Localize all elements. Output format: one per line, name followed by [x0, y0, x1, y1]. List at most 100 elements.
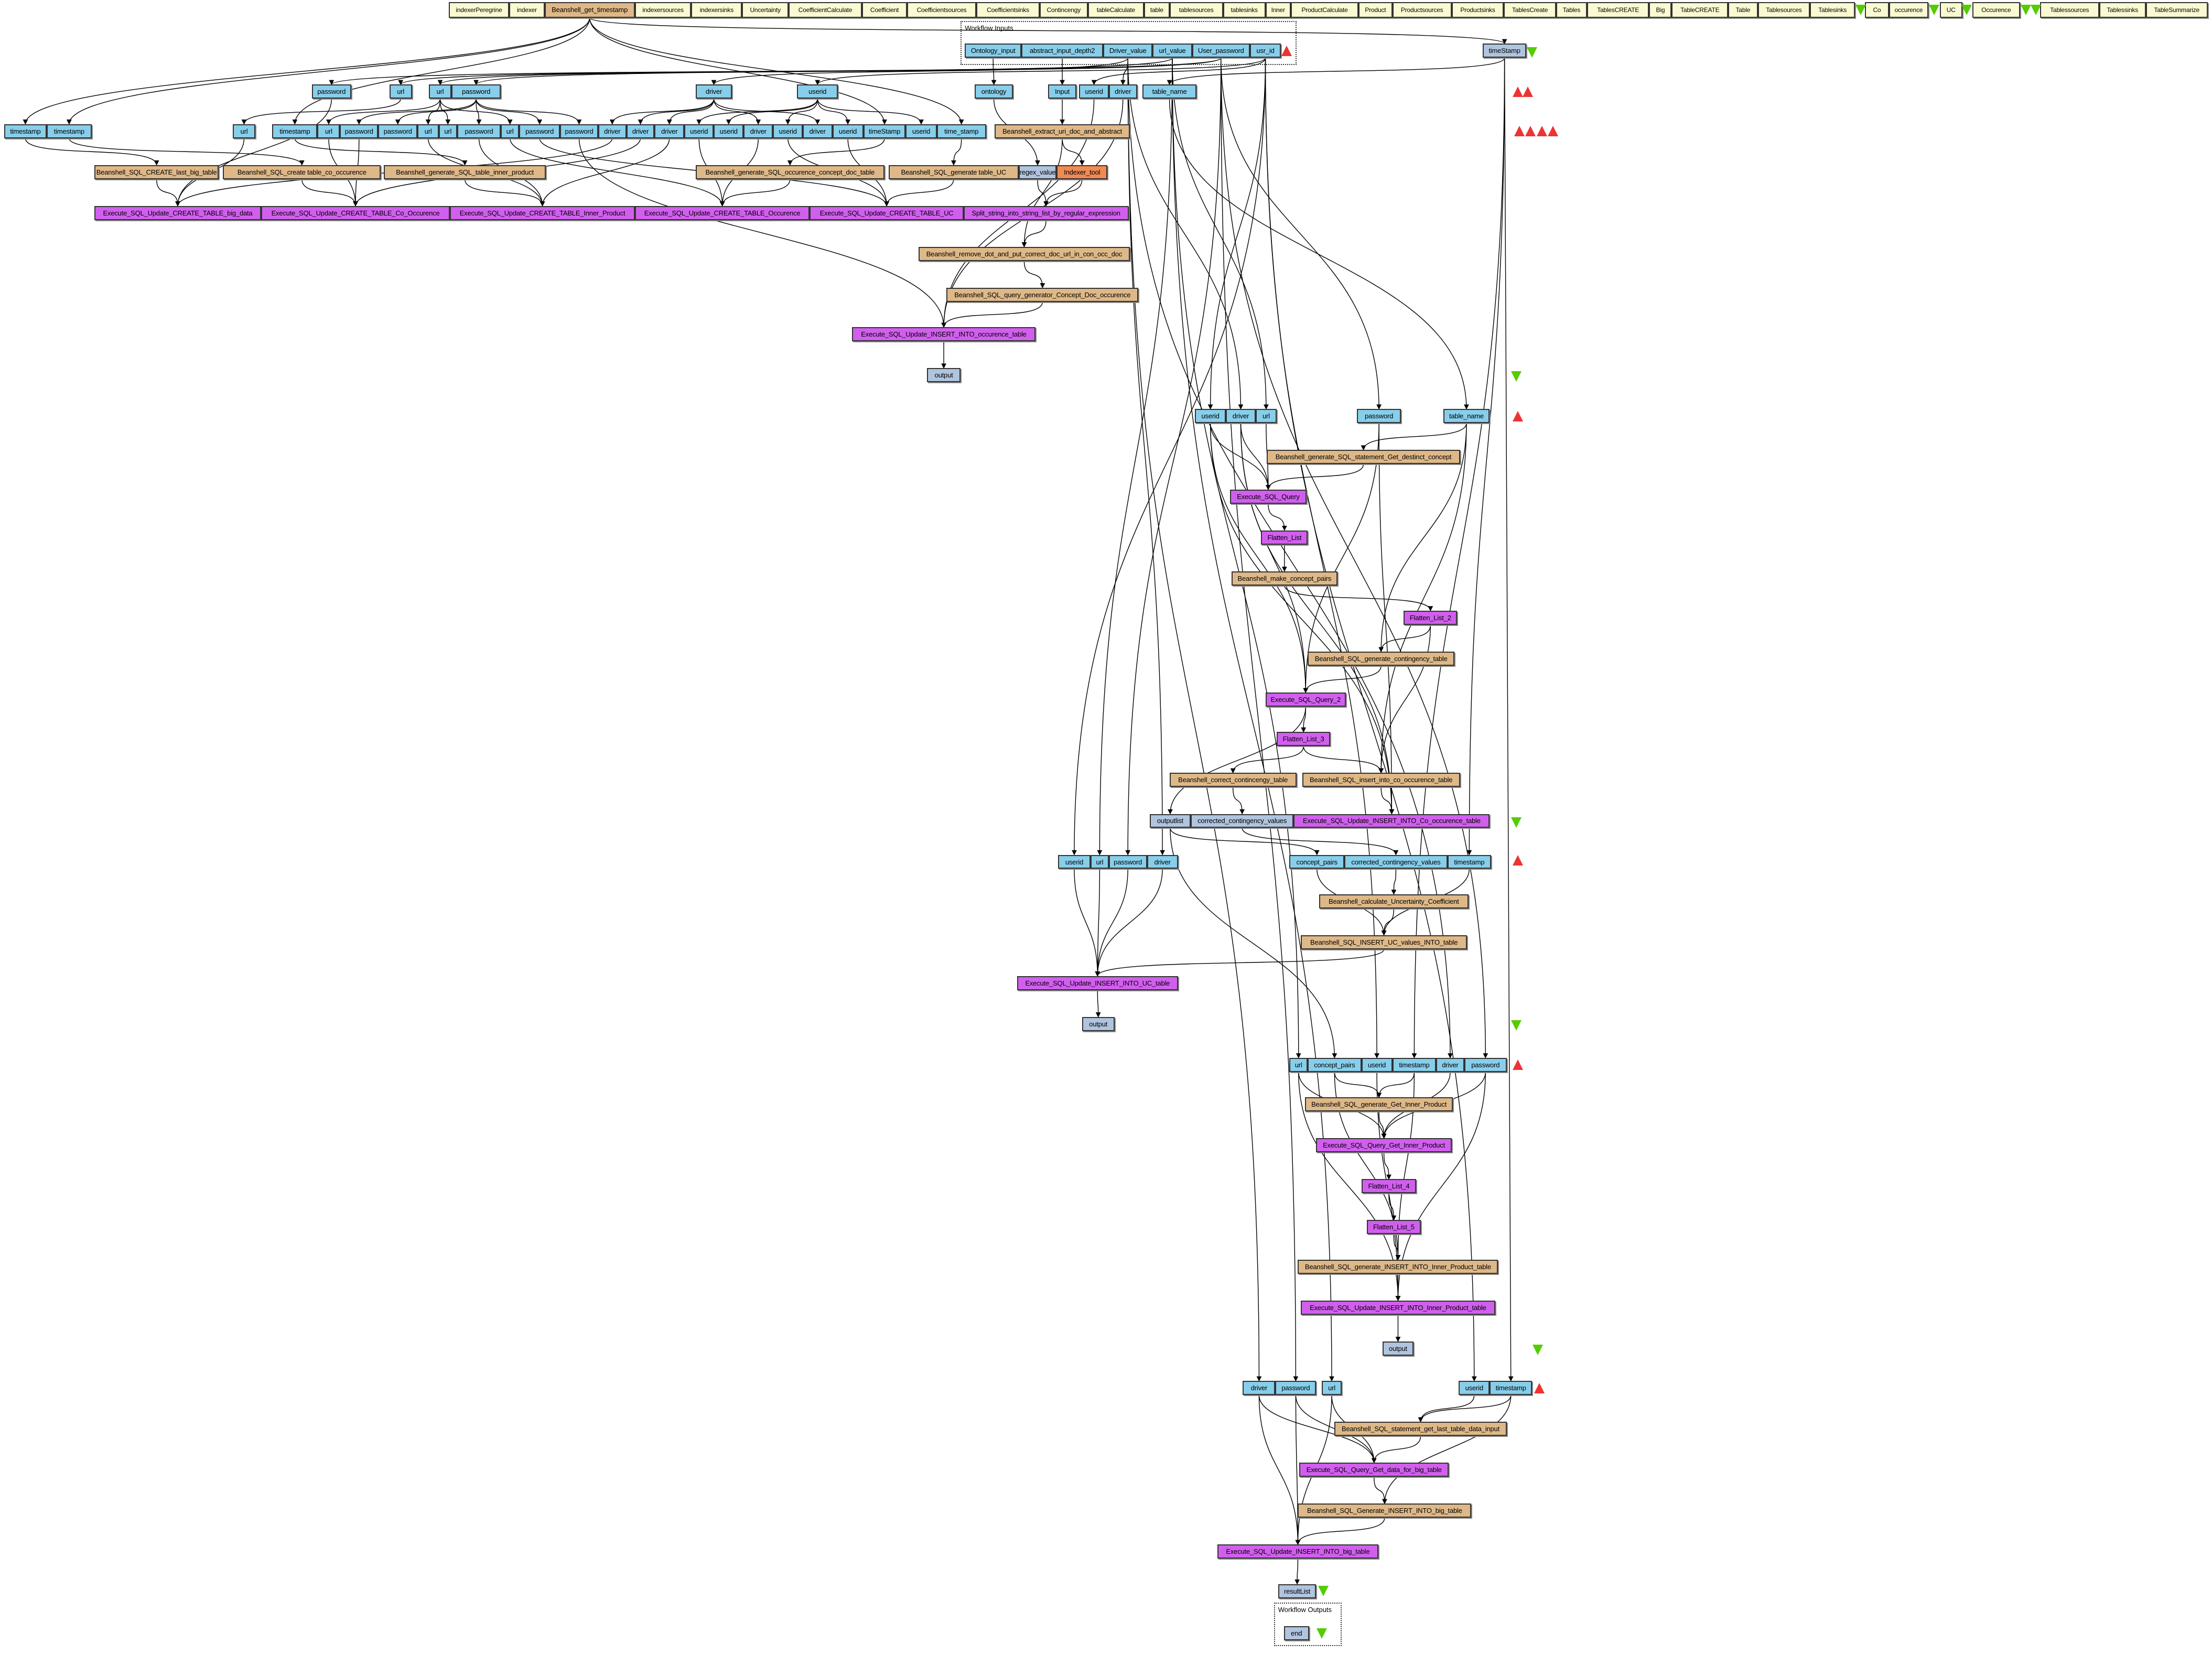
node-driver[interactable]: driver: [1108, 84, 1137, 99]
node-time-stamp[interactable]: time_stamp: [936, 124, 986, 138]
node-flatten-list-2[interactable]: Flatten_List_2: [1404, 611, 1458, 625]
node-output[interactable]: output: [926, 368, 961, 383]
node-execute-sql-query-get-data-for-big-table[interactable]: Execute_SQL_Query_Get_data_for_big_table: [1299, 1463, 1449, 1477]
node-tables[interactable]: Tables: [1556, 2, 1588, 18]
node-tablesources[interactable]: Tablesources: [1757, 2, 1810, 18]
node-concept-pairs[interactable]: concept_pairs: [1289, 854, 1345, 869]
node-tablescreate[interactable]: TablesCreate: [1504, 2, 1556, 18]
node-input[interactable]: Input: [1048, 84, 1076, 99]
node-userid[interactable]: userid: [905, 124, 937, 138]
node-beanshell-get-timestamp[interactable]: Beanshell_get_timestamp: [544, 2, 635, 18]
node-end[interactable]: end: [1283, 1626, 1309, 1641]
node-url[interactable]: url: [501, 124, 520, 138]
node-coefficientsources[interactable]: Coefficientsources: [907, 2, 976, 18]
node-table-name[interactable]: table_name: [1443, 409, 1490, 424]
node-coefficientcalculate[interactable]: CoefficientCalculate: [789, 2, 862, 18]
node-timestamp[interactable]: timestamp: [1392, 1058, 1437, 1072]
node-url[interactable]: url: [417, 124, 439, 138]
node-occurence[interactable]: Occurence: [1972, 2, 2021, 18]
node-contincengy[interactable]: Contincengy: [1040, 2, 1088, 18]
node-url-value[interactable]: url_value: [1152, 44, 1192, 58]
node-execute-sql-query[interactable]: Execute_SQL_Query: [1230, 489, 1307, 504]
node-table[interactable]: Table: [1728, 2, 1758, 18]
node-execute-sql-update-create-table-occurence[interactable]: Execute_SQL_Update_CREATE_TABLE_Occurenc…: [634, 205, 810, 220]
node-flatten-list-3[interactable]: Flatten_List_3: [1277, 732, 1331, 747]
node-password[interactable]: password: [1275, 1381, 1317, 1396]
node-tablesinks[interactable]: Tablesinks: [1810, 2, 1855, 18]
node-indexer[interactable]: indexer: [509, 2, 545, 18]
node-beanshell-generate-sql-table-inner-product[interactable]: Beanshell_generate_SQL_table_inner_produ…: [383, 165, 546, 179]
node-timestamp[interactable]: timestamp: [46, 124, 92, 138]
node-tablescreate[interactable]: TablesCREATE: [1587, 2, 1649, 18]
node-url[interactable]: url: [438, 124, 457, 138]
node-driver-value[interactable]: Driver_value: [1103, 44, 1153, 58]
node-coefficient[interactable]: Coefficient: [862, 2, 908, 18]
node-driver[interactable]: driver: [598, 124, 627, 138]
node-indexerperegrine[interactable]: indexerPeregrine: [448, 2, 510, 18]
node-beanshell-correct-contincengy-table[interactable]: Beanshell_correct_contincengy_table: [1169, 773, 1297, 787]
node-password[interactable]: password: [340, 124, 379, 138]
node-execute-sql-update-insert-into-uc-table[interactable]: Execute_SQL_Update_INSERT_INTO_UC_table: [1017, 976, 1178, 990]
node-indexersinks[interactable]: indexersinks: [691, 2, 742, 18]
node-beanshell-calculate-uncertainty-coefficient[interactable]: Beanshell_calculate_Uncertainty_Coeffici…: [1319, 894, 1469, 908]
node-beanshell-sql-generate-table-uc[interactable]: Beanshell_SQL_generate table_UC: [889, 165, 1019, 179]
node-execute-sql-query-get-inner-product[interactable]: Execute_SQL_Query_Get_Inner_Product: [1316, 1138, 1452, 1153]
node-execute-sql-update-create-table-co-occurence[interactable]: Execute_SQL_Update_CREATE_TABLE_Co_Occur…: [261, 205, 450, 220]
node-corrected-contingency-values[interactable]: corrected_contingency_values: [1190, 814, 1294, 828]
node-beanshell-extract-uri-doc-and-abstract[interactable]: Beanshell_extract_uri_doc_and_abstract: [994, 124, 1130, 138]
node-inner[interactable]: Inner: [1265, 2, 1291, 18]
node-url[interactable]: url: [389, 84, 412, 99]
node-url[interactable]: url: [1322, 1381, 1342, 1396]
node-driver[interactable]: driver: [654, 124, 684, 138]
node-beanshell-sql-statement-get-last-table-data-input[interactable]: Beanshell_SQL_statement_get_last_table_d…: [1334, 1422, 1507, 1436]
node-tablesummarize[interactable]: TableSummarize: [2145, 2, 2208, 18]
node-split-string-into-string-list-by-regular-expression[interactable]: Split_string_into_string_list_by_regular…: [963, 205, 1129, 220]
node-password[interactable]: password: [1108, 854, 1147, 869]
node-timestamp[interactable]: timestamp: [272, 124, 318, 138]
node-ontology[interactable]: ontology: [975, 84, 1013, 99]
node-userid[interactable]: userid: [797, 84, 838, 99]
node-userid[interactable]: userid: [832, 124, 864, 138]
node-productcalculate[interactable]: ProductCalculate: [1290, 2, 1359, 18]
node-url[interactable]: url: [428, 84, 452, 99]
node-password[interactable]: password: [519, 124, 560, 138]
node-password[interactable]: password: [1464, 1058, 1507, 1072]
node-userid[interactable]: userid: [1459, 1381, 1490, 1396]
node-driver[interactable]: driver: [1147, 854, 1178, 869]
node-driver[interactable]: driver: [626, 124, 655, 138]
node-beanshell-sql-insert-into-co-occurence-table[interactable]: Beanshell_SQL_insert_into_co_occurence_t…: [1302, 773, 1460, 787]
node-password[interactable]: password: [451, 84, 501, 99]
node-table[interactable]: table: [1144, 2, 1170, 18]
node-execute-sql-update-create-table-big-data[interactable]: Execute_SQL_Update_CREATE_TABLE_big_data: [94, 205, 261, 220]
node-flatten-list[interactable]: Flatten_List: [1261, 530, 1308, 545]
node-abstract-input-depth2[interactable]: abstract_input_depth2: [1021, 44, 1104, 58]
node-regex-value[interactable]: regex_value: [1018, 165, 1057, 179]
node-resultlist[interactable]: resultList: [1278, 1584, 1317, 1598]
node-co[interactable]: Co: [1865, 2, 1889, 18]
node-corrected-contingency-values[interactable]: corrected_contingency_values: [1344, 854, 1448, 869]
node-tablesinks[interactable]: tablesinks: [1223, 2, 1266, 18]
node-uncertainty[interactable]: Uncertainty: [742, 2, 789, 18]
node-productsinks[interactable]: Productsinks: [1451, 2, 1504, 18]
node-password[interactable]: password: [457, 124, 501, 138]
node-driver[interactable]: driver: [1226, 409, 1256, 424]
node-execute-sql-update-create-table-inner-product[interactable]: Execute_SQL_Update_CREATE_TABLE_Inner_Pr…: [450, 205, 635, 220]
node-output[interactable]: output: [1382, 1341, 1414, 1356]
node-beanshell-sql-generate-contingency-table[interactable]: Beanshell_SQL_generate_contingency_table: [1308, 652, 1455, 666]
node-beanshell-sql-create-last-big-table[interactable]: Beanshell_SQL_CREATE_last_big_table: [94, 165, 219, 179]
node-timestamp[interactable]: timestamp: [1490, 1381, 1533, 1396]
node-tablesources[interactable]: tablesources: [1169, 2, 1223, 18]
node-user-password[interactable]: User_password: [1192, 44, 1250, 58]
node-tablecalculate[interactable]: tableCalculate: [1087, 2, 1145, 18]
node-url[interactable]: url: [1090, 854, 1109, 869]
node-userid[interactable]: userid: [1361, 1058, 1393, 1072]
node-concept-pairs[interactable]: concept_pairs: [1308, 1058, 1362, 1072]
node-execute-sql-update-insert-into-co-occurence-table[interactable]: Execute_SQL_Update_INSERT_INTO_Co_occure…: [1293, 814, 1490, 828]
node-userid[interactable]: userid: [1058, 854, 1091, 869]
node-userid[interactable]: userid: [714, 124, 743, 138]
node-userid[interactable]: userid: [1195, 409, 1226, 424]
node-usr-id[interactable]: usr_id: [1249, 44, 1281, 58]
node-timestamp[interactable]: timestamp: [4, 124, 47, 138]
node-userid[interactable]: userid: [773, 124, 803, 138]
node-tablessources[interactable]: Tablessources: [2040, 2, 2099, 18]
